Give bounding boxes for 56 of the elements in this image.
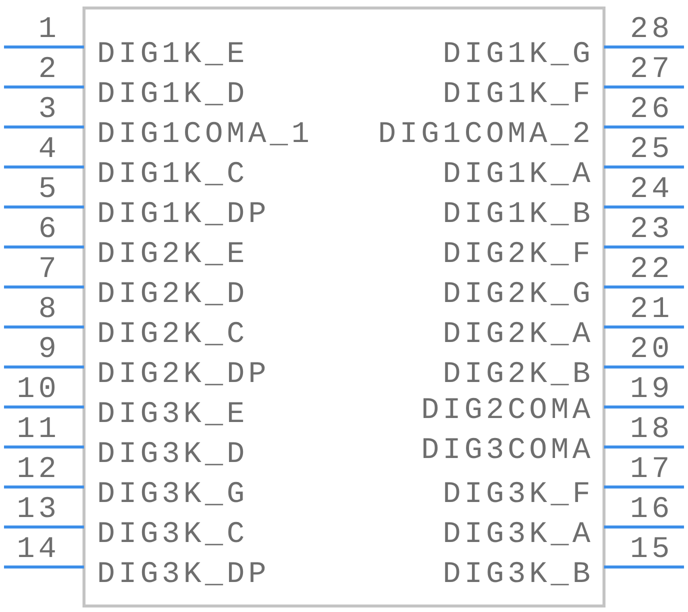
pin-number: 5 bbox=[38, 175, 60, 205]
pin-name: DIG2K_A bbox=[442, 320, 594, 350]
pin-name: DIG3K_B bbox=[442, 560, 594, 590]
pin-number: 16 bbox=[630, 495, 674, 525]
pin-number: 3 bbox=[38, 95, 60, 125]
pin-name: DIG2K_B bbox=[442, 360, 594, 390]
pin-number: 13 bbox=[16, 495, 60, 525]
pin-name: DIG2K_DP bbox=[97, 360, 270, 390]
pin-number: 23 bbox=[630, 215, 674, 245]
pin-name: DIG2K_G bbox=[442, 280, 594, 310]
pin-number: 17 bbox=[630, 455, 674, 485]
pin-name: DIG1COMA_2 bbox=[378, 120, 594, 150]
pin-name: DIG1COMA_1 bbox=[97, 120, 314, 150]
pin-number: 14 bbox=[16, 535, 60, 565]
pin-name: DIG3K_DP bbox=[97, 560, 270, 590]
pin-name: DIG1K_A bbox=[442, 160, 594, 190]
pin-number: 15 bbox=[630, 535, 674, 565]
pin-name: DIG3K_F bbox=[442, 480, 594, 510]
pin-name: DIG1K_D bbox=[97, 80, 248, 110]
pin-name: DIG3K_E bbox=[97, 400, 248, 430]
pin-number: 11 bbox=[16, 415, 60, 445]
pin-name: DIG1K_F bbox=[442, 80, 594, 110]
pin-number: 12 bbox=[16, 455, 60, 485]
pin-number: 8 bbox=[38, 295, 60, 325]
pin-name: DIG3K_G bbox=[97, 480, 248, 510]
pin-name: DIG1K_DP bbox=[97, 200, 270, 230]
pin-number: 6 bbox=[38, 215, 60, 245]
pin-name: DIG1K_E bbox=[97, 40, 248, 70]
pin-number: 1 bbox=[38, 15, 60, 45]
pin-name: DIG3K_A bbox=[442, 520, 594, 550]
pin-number: 24 bbox=[630, 175, 674, 205]
pin-number: 9 bbox=[38, 335, 60, 365]
pin-number: 10 bbox=[16, 375, 60, 405]
pin-number: 27 bbox=[630, 55, 674, 85]
pin-name: DIG2K_C bbox=[97, 320, 248, 350]
pin-name: DIG3COMA bbox=[421, 436, 594, 466]
pin-number: 28 bbox=[630, 15, 674, 45]
pin-number: 4 bbox=[38, 135, 60, 165]
pin-number: 26 bbox=[630, 95, 674, 125]
pin-number: 18 bbox=[630, 415, 674, 445]
pin-name: DIG1K_G bbox=[442, 40, 594, 70]
pin-name: DIG2K_E bbox=[97, 240, 248, 270]
pin-number: 7 bbox=[38, 255, 60, 285]
pin-name: DIG3K_C bbox=[97, 520, 248, 550]
pin-number: 2 bbox=[38, 55, 60, 85]
pin-number: 19 bbox=[630, 375, 674, 405]
pin-number: 20 bbox=[630, 335, 674, 365]
pin-name: DIG3K_D bbox=[97, 440, 248, 470]
pin-number: 21 bbox=[630, 295, 674, 325]
pin-number: 22 bbox=[630, 255, 674, 285]
pin-name: DIG2COMA bbox=[421, 396, 594, 426]
pin-number: 25 bbox=[630, 135, 674, 165]
pin-name: DIG1K_B bbox=[442, 200, 594, 230]
pin-name: DIG2K_F bbox=[442, 240, 594, 270]
pin-name: DIG1K_C bbox=[97, 160, 248, 190]
pin-name: DIG2K_D bbox=[97, 280, 248, 310]
